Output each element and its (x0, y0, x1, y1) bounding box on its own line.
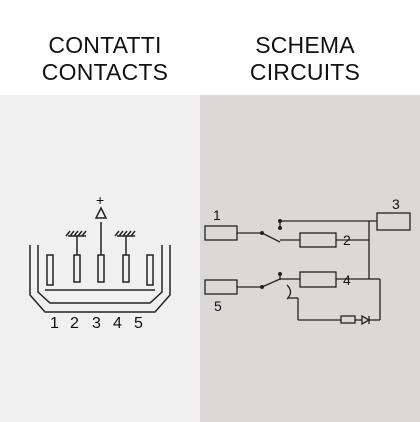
circuits-header-it: SCHEMA (255, 32, 355, 58)
contacts-header: CONTATTI CONTACTS (0, 32, 210, 86)
circuit-label-2: 2 (343, 232, 351, 248)
terminal-2-box (299, 232, 337, 248)
circuits-header: SCHEMA CIRCUITS (200, 32, 410, 86)
led-body (340, 315, 356, 324)
connector-post-right (146, 254, 154, 286)
pin-number-5: 5 (134, 315, 143, 332)
pin-number-4: 4 (113, 315, 122, 332)
contacts-panel (0, 95, 200, 422)
circuit-junctions (260, 219, 282, 289)
connector-drawing (29, 206, 171, 313)
connector-pin-3 (122, 254, 130, 283)
pin-number-1: 1 (50, 315, 59, 332)
circuit-labels: 1 2 3 4 5 (213, 196, 400, 314)
plus-symbol: + (96, 192, 104, 208)
circuit-label-4: 4 (343, 272, 351, 288)
connector-housing-inner (37, 245, 163, 304)
circuit-label-3: 3 (392, 196, 400, 212)
connector-housing-outer (29, 245, 171, 313)
positive-terminal-arrow (94, 206, 108, 219)
circuits-panel (200, 95, 420, 422)
circuit-label-5: 5 (214, 298, 222, 314)
pin-number-2: 2 (70, 315, 79, 332)
circuit-drawing (204, 212, 411, 326)
diode-symbol (361, 314, 371, 326)
contacts-header-it: CONTATTI (48, 32, 162, 58)
circuits-header-en: CIRCUITS (249, 59, 361, 85)
contacts-header-en: CONTACTS (41, 59, 169, 85)
connector-pin-1 (73, 254, 81, 283)
connector-pin-2 (97, 254, 105, 283)
terminal-1-box (204, 225, 238, 241)
terminal-4-box (299, 271, 337, 288)
pin-numbers: 1 2 3 4 5 (50, 315, 143, 332)
switch-upper (261, 232, 281, 243)
terminal-3-box (376, 212, 411, 231)
connector-post-left (46, 254, 54, 286)
terminal-5-box (204, 279, 238, 295)
pin-number-3: 3 (92, 315, 101, 332)
switch-lower (261, 278, 281, 288)
circuit-label-1: 1 (213, 207, 221, 223)
